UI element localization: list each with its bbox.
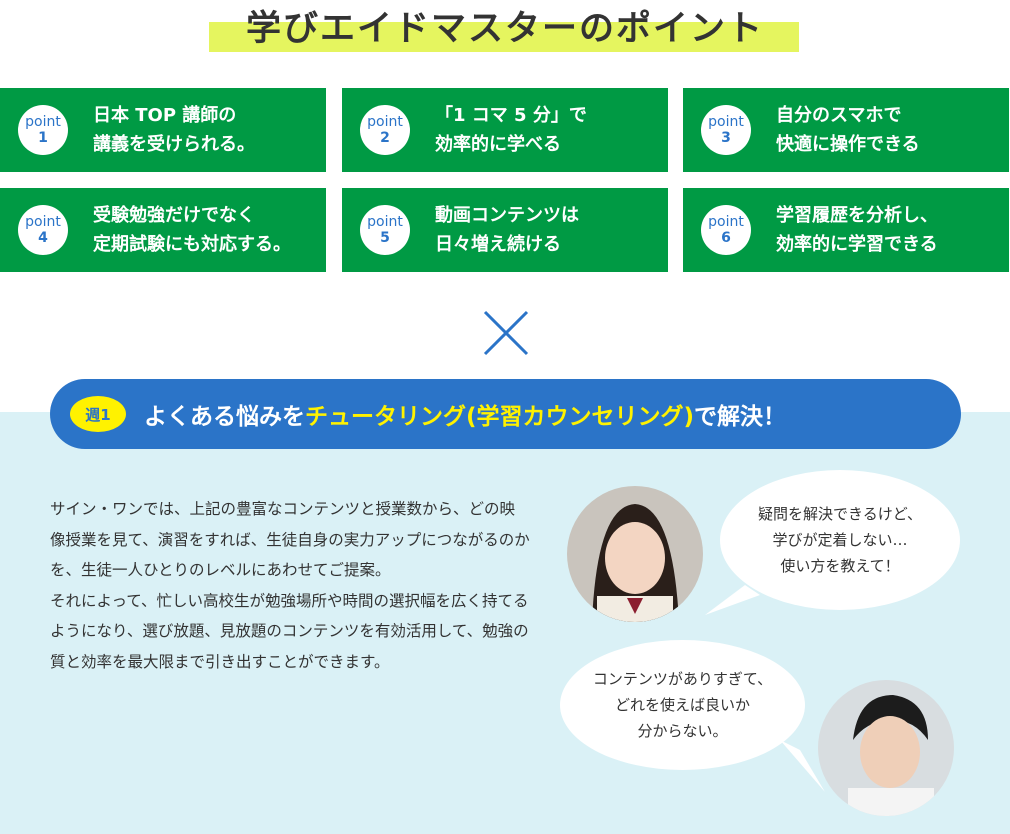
tutoring-banner: 週1 よくある悩みをチュータリング(学習カウンセリング)で解決！ — [50, 379, 961, 449]
bubble-tail — [705, 585, 760, 615]
point-text: 自分のスマホで快適に操作できる — [776, 105, 920, 155]
point-text: 学習履歴を分析し、効率的に学習できる — [776, 205, 938, 255]
point-text: 受験勉強だけでなく定期試験にも対応する。 — [93, 205, 291, 255]
student-girl-photo — [567, 486, 703, 622]
point-text: 日本 TOP 講師の講義を受けられる。 — [93, 105, 255, 155]
speech-bubble: 疑問を解決できるけど、学びが定着しない…使い方を教えて！ — [720, 470, 960, 610]
page-title: 学びエイドマスターのポイント — [245, 9, 764, 49]
cross-icon — [483, 310, 529, 356]
week-badge: 週1 — [70, 396, 126, 432]
point-text: 動画コンテンツは日々増え続ける — [435, 205, 579, 255]
description: サイン・ワンでは、上記の豊富なコンテンツと授業数から、どの映像授業を見て、演習を… — [50, 494, 530, 677]
title-highlight — [209, 22, 799, 52]
description-paragraph: それによって、忙しい高校生が勉強場所や時間の選択幅を広く持てるようになり、選び放… — [50, 591, 529, 671]
speech-bubble: コンテンツがありすぎて、どれを使えば良いか分からない。 — [560, 640, 805, 770]
bubble-tail — [780, 740, 825, 792]
description-paragraph: サイン・ワンでは、上記の豊富なコンテンツと授業数から、どの映像授業を見て、演習を… — [50, 500, 530, 579]
point-text: 「1 コマ 5 分」で効率的に学べる — [435, 105, 587, 155]
student-boy-photo — [818, 680, 954, 816]
banner-text: よくある悩みをチュータリング(学習カウンセリング)で解決！ — [144, 404, 787, 430]
